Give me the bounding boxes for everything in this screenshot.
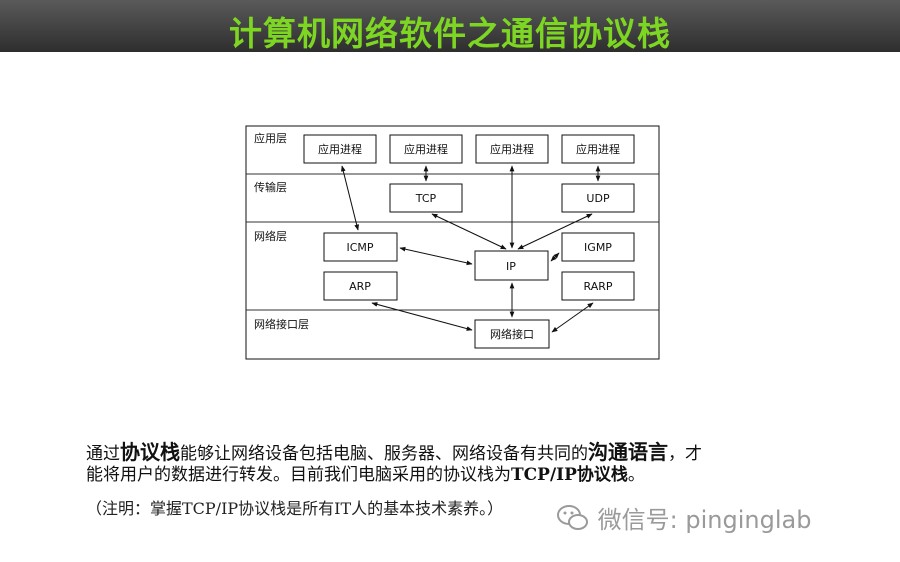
ip-label: IP [506,260,516,273]
rarp-box [561,271,635,301]
body-note: （注明：掌握TCP/IP协议栈是所有IT人的基本技术素养。） [86,499,504,518]
app-process-box [561,134,635,164]
netif-box [474,319,550,349]
arrow-tcp-ip [431,213,507,250]
arp-label: ARP [349,280,371,293]
tcp-label: TCP [415,192,437,205]
watermark-text: 微信号: pinginglab [597,506,812,534]
layer-label-app: 应用层 [254,131,287,145]
app-process-label: 应用进程 [576,142,620,156]
page-title: 计算机网络软件之通信协议栈 [229,14,671,53]
body-text-segment: 能将用户的数据进行转发。目前我们电脑采用的协议栈为 [86,465,511,485]
app-process-label: 应用进程 [318,142,362,156]
app-process-label: 应用进程 [490,142,534,156]
arrow-arp-netif [371,302,473,331]
arrow-app-icmp [340,165,360,231]
udp-label: UDP [586,192,610,205]
arrow-udp-ip [517,213,593,250]
ip-box [474,250,549,281]
body-emphasis: 协议栈 [120,440,180,464]
watermark: 微信号: pinginglab [556,500,811,536]
body-text-segment: 能够让网络设备包括电脑、服务器、网络设备有共同的 [180,444,588,464]
wechat-icon [557,504,588,530]
title-bar: 计算机网络软件之通信协议栈 [0,0,900,53]
icmp-box [323,232,398,262]
app-process-box [303,134,377,164]
body-emphasis: TCP/IP协议栈 [511,465,628,485]
udp-box [561,183,635,213]
app-process-label: 应用进程 [404,142,448,156]
layer-label-transport: 传输层 [254,180,287,194]
tcp-box [389,183,463,213]
arrow-rarp-netif [551,302,594,333]
app-process-box [475,134,549,164]
body-text-segment: 通过 [86,444,120,464]
layer-label-link: 网络接口层 [254,317,309,331]
body-emphasis: 沟通语言 [588,440,668,464]
layer-label-network: 网络层 [254,229,287,243]
body-text-segment: ，才 [668,444,702,464]
app-process-box [389,134,463,164]
rarp-label: RARP [584,280,613,293]
protocol-stack-diagram: 应用层 传输层 网络层 网络接口层 应用进程 应用进程 应用进程 应用进程 TC… [245,125,660,360]
arrow-icmp-ip [399,246,473,266]
icmp-label: ICMP [346,241,373,254]
body-line-2: 能将用户的数据进行转发。目前我们电脑采用的协议栈为TCP/IP协议栈。 [86,460,645,485]
body-text-segment: 。 [627,465,645,485]
igmp-label: IGMP [584,241,612,254]
netif-label: 网络接口 [490,327,534,341]
body-line-1: 通过协议栈能够让网络设备包括电脑、服务器、网络设备有共同的沟通语言，才 [86,436,702,465]
arp-box [323,271,398,301]
arrow-ip-igmp [550,252,560,262]
